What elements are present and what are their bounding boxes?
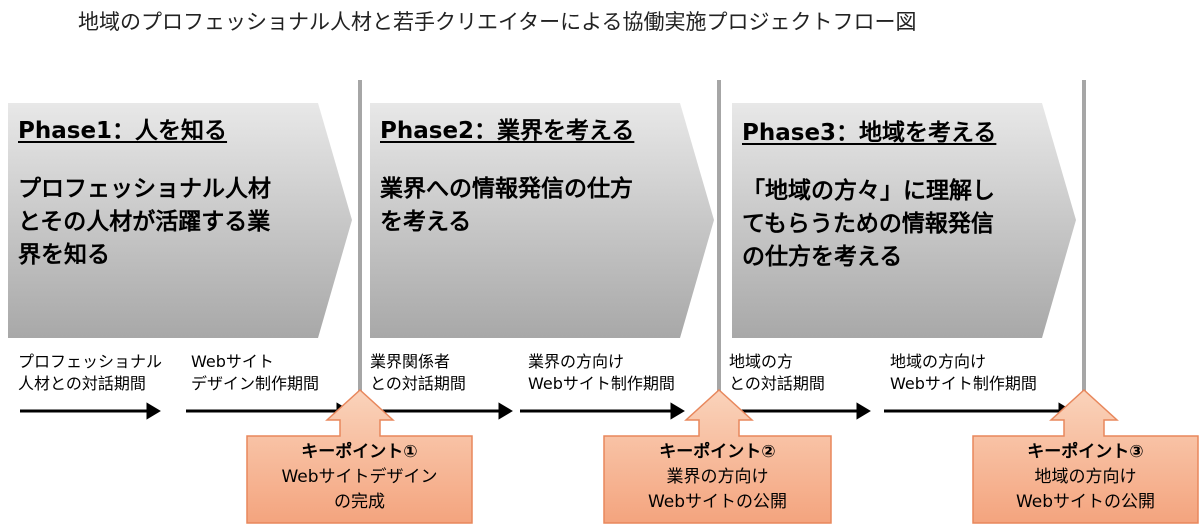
period-label-6: 地域の方向け Webサイト制作期間 xyxy=(890,351,1037,395)
keypoint1-line-1: Webサイトデザイン xyxy=(281,467,438,487)
phase1-desc-line-1: プロフェッショナル人材 xyxy=(18,176,271,202)
keypoint3-line-2: Webサイトの公開 xyxy=(1015,492,1156,512)
keypoint2-text: キーポイント② 業界の方向け Webサイトの公開 xyxy=(604,440,831,515)
keypoint2-callout xyxy=(603,388,832,524)
period-label-2-line-1: Webサイト xyxy=(191,352,274,371)
phase3-desc-line-2: てもらうための情報発信 xyxy=(742,211,994,237)
phase1-desc-line-2: とその人材が活躍する業 xyxy=(18,209,271,235)
phase3-text: Phase3：地域を考える 「地域の方々」に理解し てもらうための情報発信 の仕… xyxy=(742,113,1062,274)
keypoint3-callout xyxy=(972,388,1199,524)
period-label-3-line-1: 業界関係者 xyxy=(370,352,451,371)
divider-3 xyxy=(1082,80,1086,405)
keypoint3-title: キーポイント③ xyxy=(1027,442,1144,462)
phase1-desc-line-3: 界を知る xyxy=(18,242,110,268)
period-label-3: 業界関係者 との対話期間 xyxy=(370,351,466,395)
period-label-6-line-1: 地域の方向け xyxy=(890,352,987,371)
period-label-5-line-2: との対話期間 xyxy=(729,374,825,393)
period-label-1-line-2: 人材との対話期間 xyxy=(18,374,146,393)
diagram-title: 地域のプロフェッショナル人材と若手クリエイターによる協働実施プロジェクトフロー図 xyxy=(78,10,917,34)
phase1-shape xyxy=(8,103,352,338)
phase3-title: Phase3：地域を考える xyxy=(742,120,997,146)
phase2-title: Phase2：業界を考える xyxy=(380,118,635,144)
phase3-desc-line-3: の仕方を考える xyxy=(742,244,903,270)
period-label-2-line-2: デザイン制作期間 xyxy=(191,374,320,393)
phase3-shape xyxy=(732,103,1076,338)
keypoint3-text: キーポイント③ 地域の方向け Webサイトの公開 xyxy=(973,440,1198,515)
period-label-1-line-1: プロフェッショナル xyxy=(18,352,163,371)
phase2-desc: 業界への情報発信の仕方 を考える xyxy=(380,173,700,239)
phase2-text: Phase2：業界を考える 業界への情報発信の仕方 を考える xyxy=(380,111,700,239)
phase3-desc: 「地域の方々」に理解し てもらうための情報発信 の仕方を考える xyxy=(742,175,1062,274)
period-label-5: 地域の方 との対話期間 xyxy=(729,351,825,395)
keypoint1-text: キーポイント① Webサイトデザイン の完成 xyxy=(247,440,472,515)
keypoint1-title: キーポイント① xyxy=(301,442,418,462)
period-label-3-line-2: との対話期間 xyxy=(370,374,466,393)
period-label-2: Webサイト デザイン制作期間 xyxy=(191,351,319,395)
divider-1 xyxy=(358,80,362,405)
period-label-4-line-2: Webサイト制作期間 xyxy=(528,374,675,393)
phase2-desc-line-1: 業界への情報発信の仕方 xyxy=(380,176,633,202)
phase1-title: Phase1：人を知る xyxy=(18,118,228,144)
period-label-4: 業界の方向け Webサイト制作期間 xyxy=(528,351,675,395)
phase1-desc: プロフェッショナル人材 とその人材が活躍する業 界を知る xyxy=(18,173,338,272)
keypoint2-line-2: Webサイトの公開 xyxy=(647,492,788,512)
period-label-4-line-1: 業界の方向け xyxy=(528,352,625,371)
keypoint1-callout xyxy=(246,388,473,524)
keypoint2-line-1: 業界の方向け xyxy=(666,467,769,487)
phase3-desc-line-1: 「地域の方々」に理解し xyxy=(742,178,995,204)
period-label-6-line-2: Webサイト制作期間 xyxy=(890,374,1037,393)
period-label-1: プロフェッショナル 人材との対話期間 xyxy=(18,351,162,395)
phase2-desc-line-2: を考える xyxy=(380,209,472,235)
phase2-shape xyxy=(370,103,714,338)
divider-2 xyxy=(717,80,721,405)
phase1-text: Phase1：人を知る プロフェッショナル人材 とその人材が活躍する業 界を知る xyxy=(18,111,338,272)
period-label-5-line-1: 地域の方 xyxy=(729,352,794,371)
keypoint3-line-1: 地域の方向け xyxy=(1034,467,1137,487)
keypoint1-line-2: の完成 xyxy=(334,492,385,512)
keypoint2-title: キーポイント② xyxy=(659,442,776,462)
